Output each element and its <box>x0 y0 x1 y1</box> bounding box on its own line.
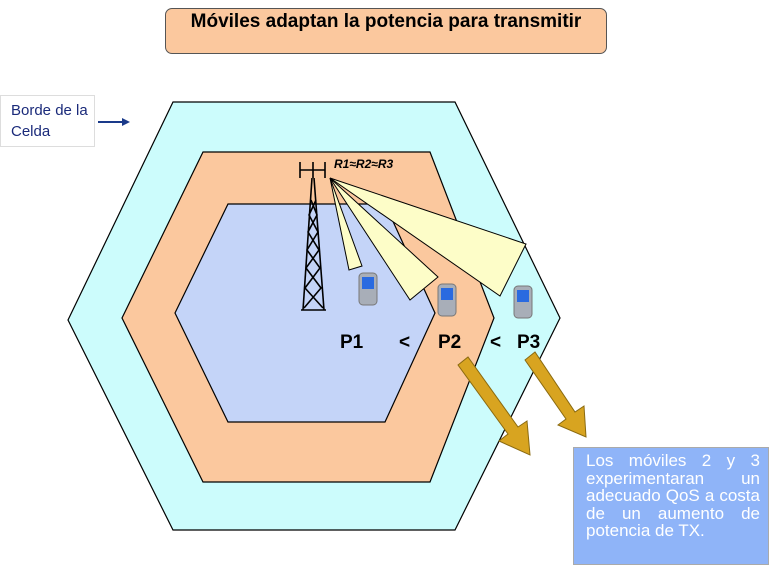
power-label-p1: P1 <box>340 332 364 353</box>
mobile-phone-icon-3 <box>513 285 533 319</box>
ratio-label: R1≈R2≈R3 <box>334 157 394 171</box>
inner-cell-hexagon <box>174 203 436 423</box>
cell-border-label: Borde de la Celda <box>0 95 95 147</box>
less-than-1: < <box>399 332 410 353</box>
power-label-p3: P3 <box>517 332 540 353</box>
mobile-phone-icon-1 <box>358 272 378 306</box>
beam-p1 <box>329 177 363 271</box>
beam-p3 <box>329 177 527 297</box>
less-than-2: < <box>490 332 501 353</box>
slide-title: Móviles adaptan la potencia para transmi… <box>165 8 607 54</box>
arrow-icon-p2 <box>457 356 531 456</box>
beam-p2 <box>329 177 439 301</box>
mobile-phone-icon-2 <box>437 283 457 317</box>
arrow-right-icon <box>98 118 130 126</box>
antenna-tower-icon <box>299 162 326 311</box>
power-label-p2: P2 <box>438 332 461 353</box>
arrow-icon-p3 <box>524 351 587 438</box>
note-box: Los móviles 2 y 3 experimentaran un adec… <box>573 447 769 565</box>
